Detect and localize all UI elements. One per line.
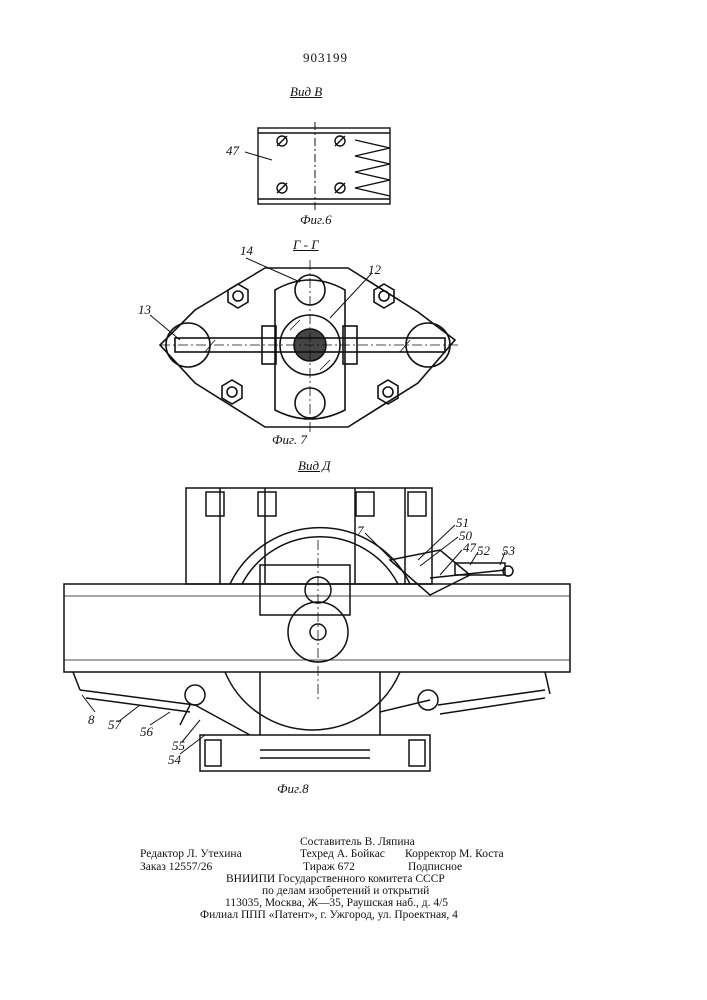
fig8-caption: Фиг.8 bbox=[277, 781, 309, 797]
imprint-order: Заказ 12557/26 bbox=[140, 861, 212, 874]
imprint-corrector: Корректор М. Коста bbox=[405, 848, 504, 861]
label-57: 57 bbox=[108, 717, 121, 733]
imprint-editor: Редактор Л. Утехина bbox=[140, 848, 242, 861]
label-7: 7 bbox=[357, 523, 364, 539]
label-54: 54 bbox=[168, 752, 181, 768]
label-53: 53 bbox=[502, 543, 515, 559]
label-56: 56 bbox=[140, 724, 153, 740]
imprint-branch: Филиал ППП «Патент», г. Ужгород, ул. Про… bbox=[200, 909, 458, 922]
imprint-techred: Техред А. Бойкас bbox=[300, 848, 385, 861]
label-8: 8 bbox=[88, 712, 95, 728]
label-52: 52 bbox=[477, 543, 490, 559]
label-47-fig8: 47 bbox=[463, 540, 476, 556]
